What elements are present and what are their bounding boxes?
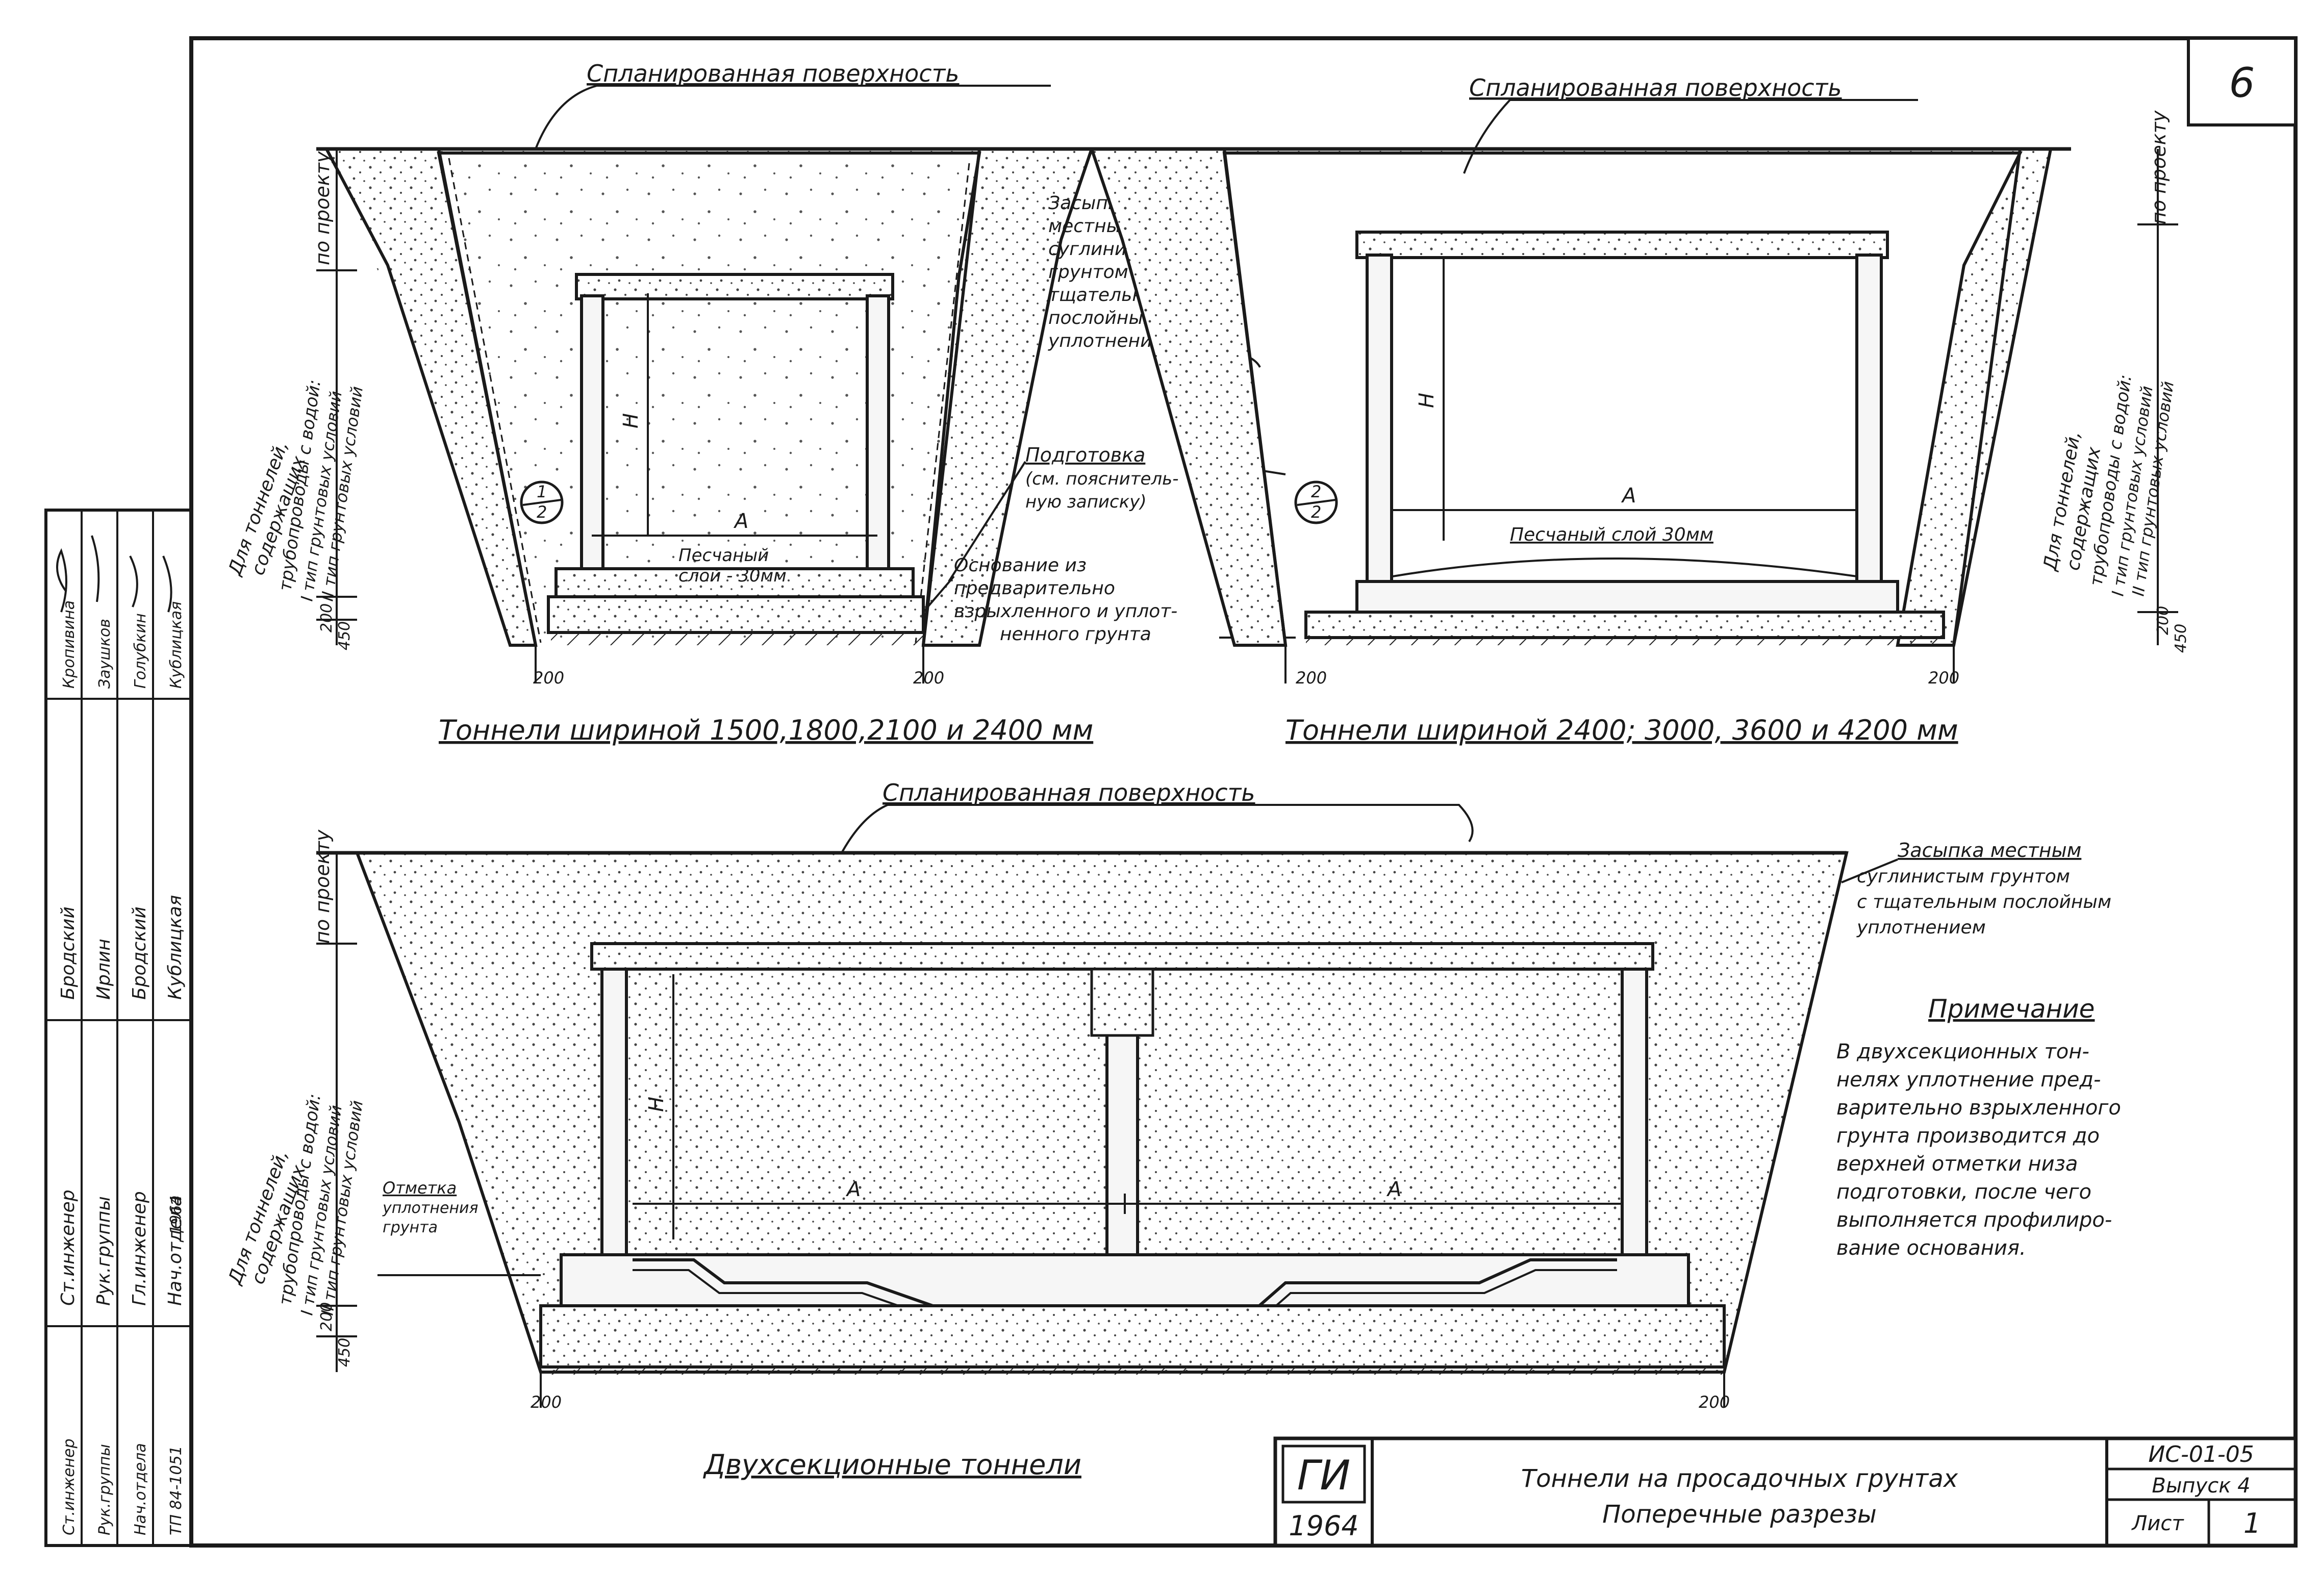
offset-bottom-2: 200 [1699, 1392, 1730, 1412]
stamp-year: 1964 [167, 1196, 185, 1234]
dim-h-right: H [1415, 393, 1439, 408]
backfill-6: послойным [1048, 308, 1157, 328]
note-line-1: В двухсекционных тон- [1836, 1040, 2089, 1063]
surface-label-left: Спланированная поверхность [587, 60, 960, 87]
title-line-1: Тоннели на просадочных грунтах [1521, 1464, 1958, 1493]
depth-label-left: по проекту [311, 151, 334, 265]
dim-450-right: 450 [2172, 624, 2190, 653]
stamp-r4c2: Кублицкая [165, 895, 186, 1000]
stamp-r2c2: Ирлин [93, 939, 114, 1000]
stamp-r5c2: Кропивина [60, 600, 78, 689]
title-block: ГИ 1964 Тоннели на просадочных грунтах П… [1273, 1436, 2298, 1548]
note-line-4: грунта производится до [1836, 1124, 2100, 1148]
section-right: H A Песчаный слой 30мм Спланированная по… [1089, 74, 2190, 746]
dim-200-right: 200 [2154, 606, 2172, 635]
offset-left-2: 200 [913, 668, 944, 688]
dim-200-left: 200 [318, 603, 336, 632]
sand-label-2: слой - 30мм [678, 566, 787, 586]
sheet-label: Лист [2131, 1512, 2184, 1535]
logo-letters: ГИ [1297, 1452, 1350, 1499]
caption-right: Тоннели шириной 2400; 3000, 3600 и 4200 … [1285, 714, 1958, 746]
dim-200-bottom: 200 [318, 1302, 336, 1331]
stamp-r3c2: Бродский [129, 906, 150, 1000]
dim-a-left: A [733, 510, 748, 533]
note-heading: Примечание [1928, 994, 2095, 1024]
stamp-r8c2: Кублицкая [167, 601, 185, 689]
bottom-backfill-3: с тщательным послойным [1857, 892, 2111, 913]
base-4: ненного грунта [1000, 624, 1151, 645]
stamp-r7c1: Нач.отдела [132, 1443, 149, 1535]
stamp-r6c2: Заушков [96, 619, 114, 689]
bottom-backfill-4: уплотнением [1856, 917, 1986, 938]
offset-left-1: 200 [533, 668, 564, 688]
foundation-hatch-left [551, 632, 923, 645]
note-block: Примечание В двухсекционных тон- нелях у… [1836, 994, 2121, 1260]
stamp-r1c1: Ст.инженер [58, 1189, 79, 1306]
depth-label-bottom: по проекту [311, 829, 334, 944]
note-line-3: варительно взрыхленного [1836, 1096, 2121, 1120]
stamp-r3c1: Гл.инженер [129, 1191, 150, 1306]
mark-3: грунта [383, 1219, 438, 1236]
caption-left: Тоннели шириной 1500,1800,2100 и 2400 мм [439, 714, 1093, 746]
stamp-r7c2: Голубкин [132, 613, 149, 689]
center-column [1090, 968, 1154, 1037]
note-line-7: выполняется профилиро- [1836, 1208, 2112, 1232]
stamp-r2c1: Рук.группы [93, 1196, 114, 1306]
stamp-r6c1: Рук.группы [96, 1444, 114, 1535]
surface-label-right: Спланированная поверхность [1469, 74, 1842, 102]
bottom-backfill-2: суглинистым грунтом [1857, 866, 2070, 887]
offset-right-2: 200 [1928, 668, 1959, 688]
sheet-value: 1 [2243, 1507, 2261, 1539]
sheet-number: 6 [2229, 59, 2255, 107]
section-bottom: H A A Спланированная поверхность по прое… [224, 779, 2111, 1481]
dim-a-bottom-right: A [1386, 1178, 1401, 1201]
foundation-hatch-right [1306, 638, 1944, 645]
surface-label-bottom: Спланированная поверхность [882, 779, 1255, 806]
sand-label-right: Песчаный слой 30мм [1510, 524, 1713, 545]
note-line-8: вание основания. [1836, 1236, 2026, 1260]
stamp-r4c1: Нач.отдела [165, 1195, 186, 1306]
base-1: Основание из [954, 555, 1087, 576]
sand-label-1: Песчаный [678, 545, 769, 566]
base-2: предварительно [954, 578, 1115, 599]
title-line-2: Поперечные разрезы [1602, 1500, 1877, 1529]
side-stamp: Ст.инженер Бродский Рук.группы Ирлин Гл.… [44, 509, 193, 1547]
section-left: H A Песчаный слой - 30мм Спланированная … [224, 60, 1094, 746]
offset-bottom-1: 200 [531, 1392, 562, 1412]
dim-h-bottom: H [645, 1097, 668, 1112]
sheet-number-box [2187, 37, 2297, 126]
callout-left-bottom: 2 [537, 502, 547, 522]
dim-a-bottom-left: A [845, 1178, 861, 1201]
callout-right-bottom: 2 [1311, 502, 1321, 522]
sheet-issue: Выпуск 4 [2152, 1474, 2250, 1498]
note-line-6: подготовки, после чего [1836, 1180, 2091, 1204]
base-3: взрыхленного и уплот- [954, 601, 1177, 622]
foundation-hatch-bottom [541, 1367, 1724, 1375]
caption-bottom: Двухсекционные тоннели [703, 1449, 1081, 1481]
callout-left-top: 1 [537, 482, 547, 501]
logo-box [1281, 1445, 1366, 1504]
callout-right-top: 2 [1311, 482, 1321, 501]
dim-a-right: A [1621, 484, 1636, 508]
title-year: 1964 [1289, 1510, 1358, 1542]
prep-3: ную записку) [1025, 492, 1147, 512]
bottom-backfill-1: Засыпка местным [1898, 839, 2081, 862]
depth-label-right: по проекту [2148, 110, 2170, 224]
stamp-r5c1: Ст.инженер [60, 1438, 78, 1535]
stamp-r1c2: Бродский [58, 906, 79, 1000]
dim-h-left: H [619, 413, 643, 428]
signature-1 [56, 535, 172, 613]
stamp-tp: ТП 84-1051 [167, 1446, 185, 1535]
offset-right-1: 200 [1296, 668, 1327, 688]
dim-450-bottom: 450 [336, 1338, 354, 1367]
dim-450-left: 450 [336, 621, 354, 650]
prep-2: (см. пояснитель- [1025, 469, 1179, 489]
mark-1: Отметка [383, 1178, 457, 1198]
mark-2: уплотнения [382, 1199, 478, 1217]
note-line-5: верхней отметки низа [1836, 1152, 2078, 1176]
prep-1: Подготовка [1025, 444, 1145, 466]
note-line-2: нелях уплотнение пред- [1836, 1068, 2101, 1092]
sheet-code: ИС-01-05 [2148, 1441, 2254, 1467]
